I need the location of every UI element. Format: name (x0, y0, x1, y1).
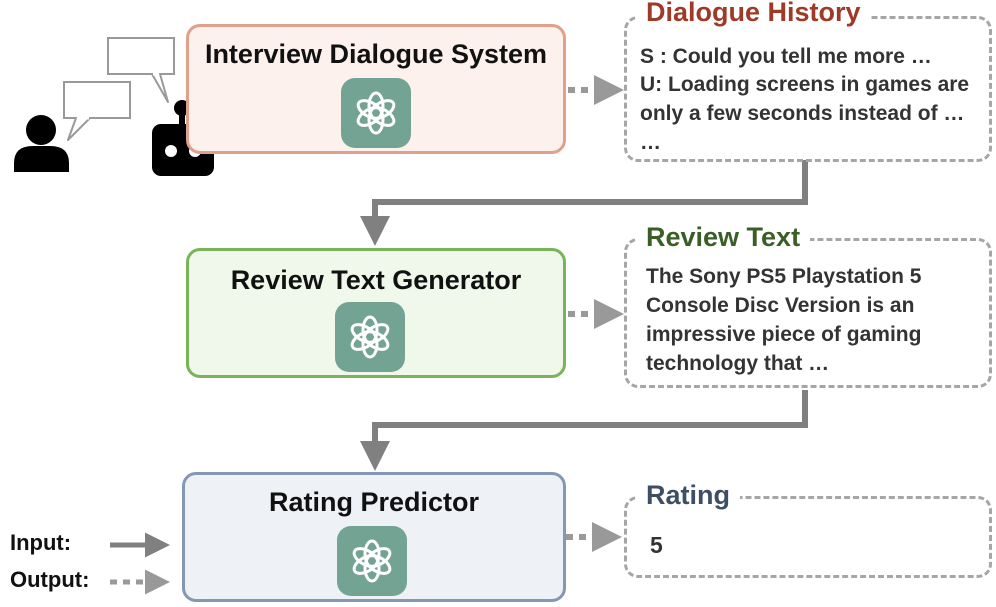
rating-predictor-box: Rating Predictor (182, 472, 566, 602)
rating-output-title: Rating (636, 480, 740, 511)
interview-dialogue-system-title: Interview Dialogue System (204, 39, 548, 69)
review-text-generator-title: Review Text Generator (230, 265, 522, 295)
dialogue-line: S : Could you tell me more … (640, 45, 932, 68)
rating-predictor-title: Rating Predictor (268, 487, 480, 517)
legend-output-label: Output: (10, 567, 90, 592)
flow-arrow-review-to-predictor (360, 390, 808, 471)
flow-arrow-dialogue-to-generator (360, 160, 808, 246)
dialogue-line: only a few seconds instead of … (640, 102, 965, 125)
interview-illustration (14, 37, 214, 176)
dialogue-line: … (640, 131, 661, 154)
dialogue-history-title: Dialogue History (636, 0, 871, 28)
rating-value: 5 (650, 532, 663, 558)
review-text-line: The Sony PS5 Playstation 5 (646, 265, 922, 288)
interview-dialogue-system-box: Interview Dialogue System (186, 24, 566, 154)
speech-bubble-icon (63, 81, 131, 141)
review-text-line: impressive piece of gaming (646, 323, 922, 346)
openai-logo-icon (341, 78, 411, 148)
review-text-title: Review Text (636, 222, 811, 253)
openai-logo-icon (335, 302, 405, 372)
review-text-generator-box: Review Text Generator (186, 248, 566, 378)
user-icon (14, 115, 69, 172)
openai-logo-icon (337, 526, 407, 596)
dialogue-line: U: Loading screens in games are (640, 73, 970, 96)
speech-bubble-icon (107, 37, 175, 103)
rating-output-box (624, 496, 992, 578)
legend-input-label: Input: (10, 530, 72, 555)
review-text-line: technology that … (646, 352, 830, 375)
review-text-line: Console Disc Version is an (646, 294, 915, 317)
